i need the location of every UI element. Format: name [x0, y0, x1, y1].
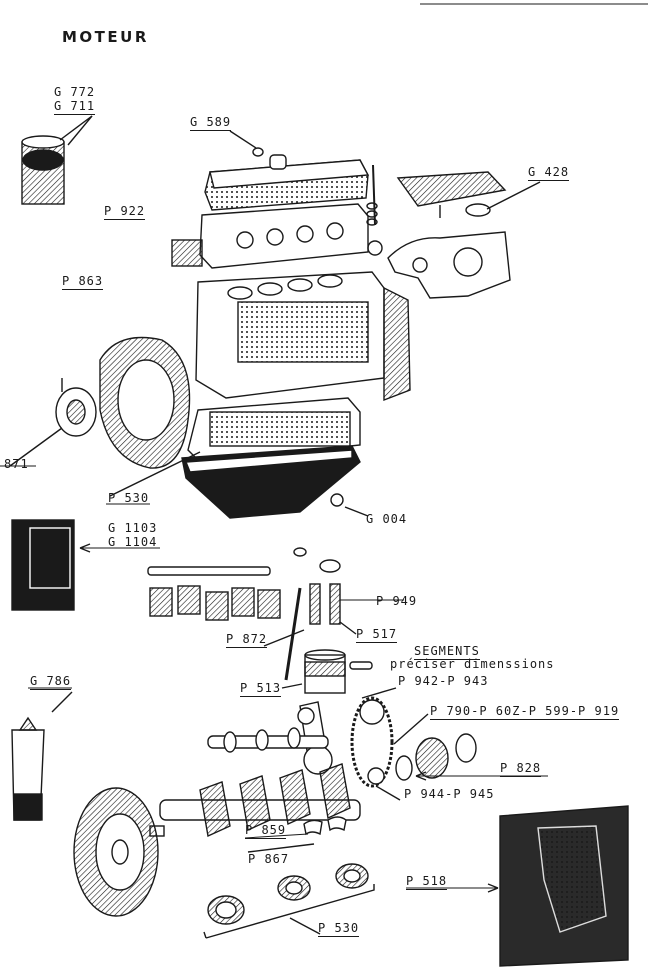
label-pushrod: P 872 [226, 632, 268, 648]
label-oil-can-2: G 711 [54, 99, 96, 115]
label-cover: P 518 [406, 874, 448, 890]
label-piston: P 513 [240, 681, 282, 697]
rocker-shaft[interactable] [147, 566, 281, 621]
label-gear: P 828 [500, 761, 542, 777]
filler-cap[interactable] [252, 147, 264, 157]
timing-chain[interactable] [350, 696, 394, 788]
gasket-kit-box[interactable] [11, 519, 75, 611]
air-filter-grille[interactable] [396, 171, 507, 218]
flywheel-hub[interactable] [55, 387, 97, 437]
oil-can[interactable] [21, 135, 65, 205]
label-drain-plug: G 004 [366, 512, 408, 526]
engine-block[interactable] [195, 271, 411, 402]
label-sump: P 530 [108, 491, 150, 505]
crankshaft[interactable] [149, 763, 361, 838]
label-flywheel-housing: 871 [4, 457, 29, 471]
label-timing-set: P 790-P 60Z-P 599-P 919 [430, 704, 620, 720]
label-oil-can-1: G 772 [54, 85, 96, 99]
label-guides: P 517 [356, 627, 398, 643]
label-cylinder-head: P 922 [104, 204, 146, 220]
sealant-tube[interactable] [11, 716, 45, 821]
label-kit-box-1: G 1103 [108, 521, 158, 535]
flywheel[interactable] [73, 787, 159, 917]
intake-manifold[interactable] [387, 231, 511, 299]
cylinder-head[interactable] [171, 203, 369, 269]
label-mains: P 867 [248, 852, 290, 866]
camshaft[interactable] [207, 727, 329, 753]
label-bearings: P 530 [318, 921, 360, 937]
label-tensioner: P 944-P 945 [404, 787, 495, 801]
valve-springs[interactable] [293, 547, 341, 625]
bearing-shells[interactable] [303, 816, 347, 836]
crankcase[interactable] [187, 397, 361, 463]
timing-cover-photo[interactable] [499, 805, 629, 967]
piston[interactable] [304, 649, 373, 694]
label-sealant: G 786 [30, 674, 72, 690]
label-big-end: P 859 [245, 823, 287, 839]
flywheel-housing[interactable] [99, 336, 191, 469]
label-valves: P 949 [376, 594, 418, 608]
page-title: MOTEUR [62, 28, 149, 46]
main-bearings[interactable] [207, 863, 369, 925]
label-segments-note: préciser dimenssions [390, 657, 555, 671]
label-segments: SEGMENTS [414, 644, 480, 660]
label-kit-box-2: G 1104 [108, 535, 158, 549]
rocker-cover[interactable] [204, 154, 370, 211]
label-filler-cap: G 589 [190, 115, 232, 131]
sprocket[interactable] [395, 733, 477, 781]
label-gasket-set: G 428 [528, 165, 570, 181]
label-engine-block: P 863 [62, 274, 104, 290]
label-chain: P 942-P 943 [398, 674, 489, 688]
oil-sump[interactable] [181, 445, 361, 519]
